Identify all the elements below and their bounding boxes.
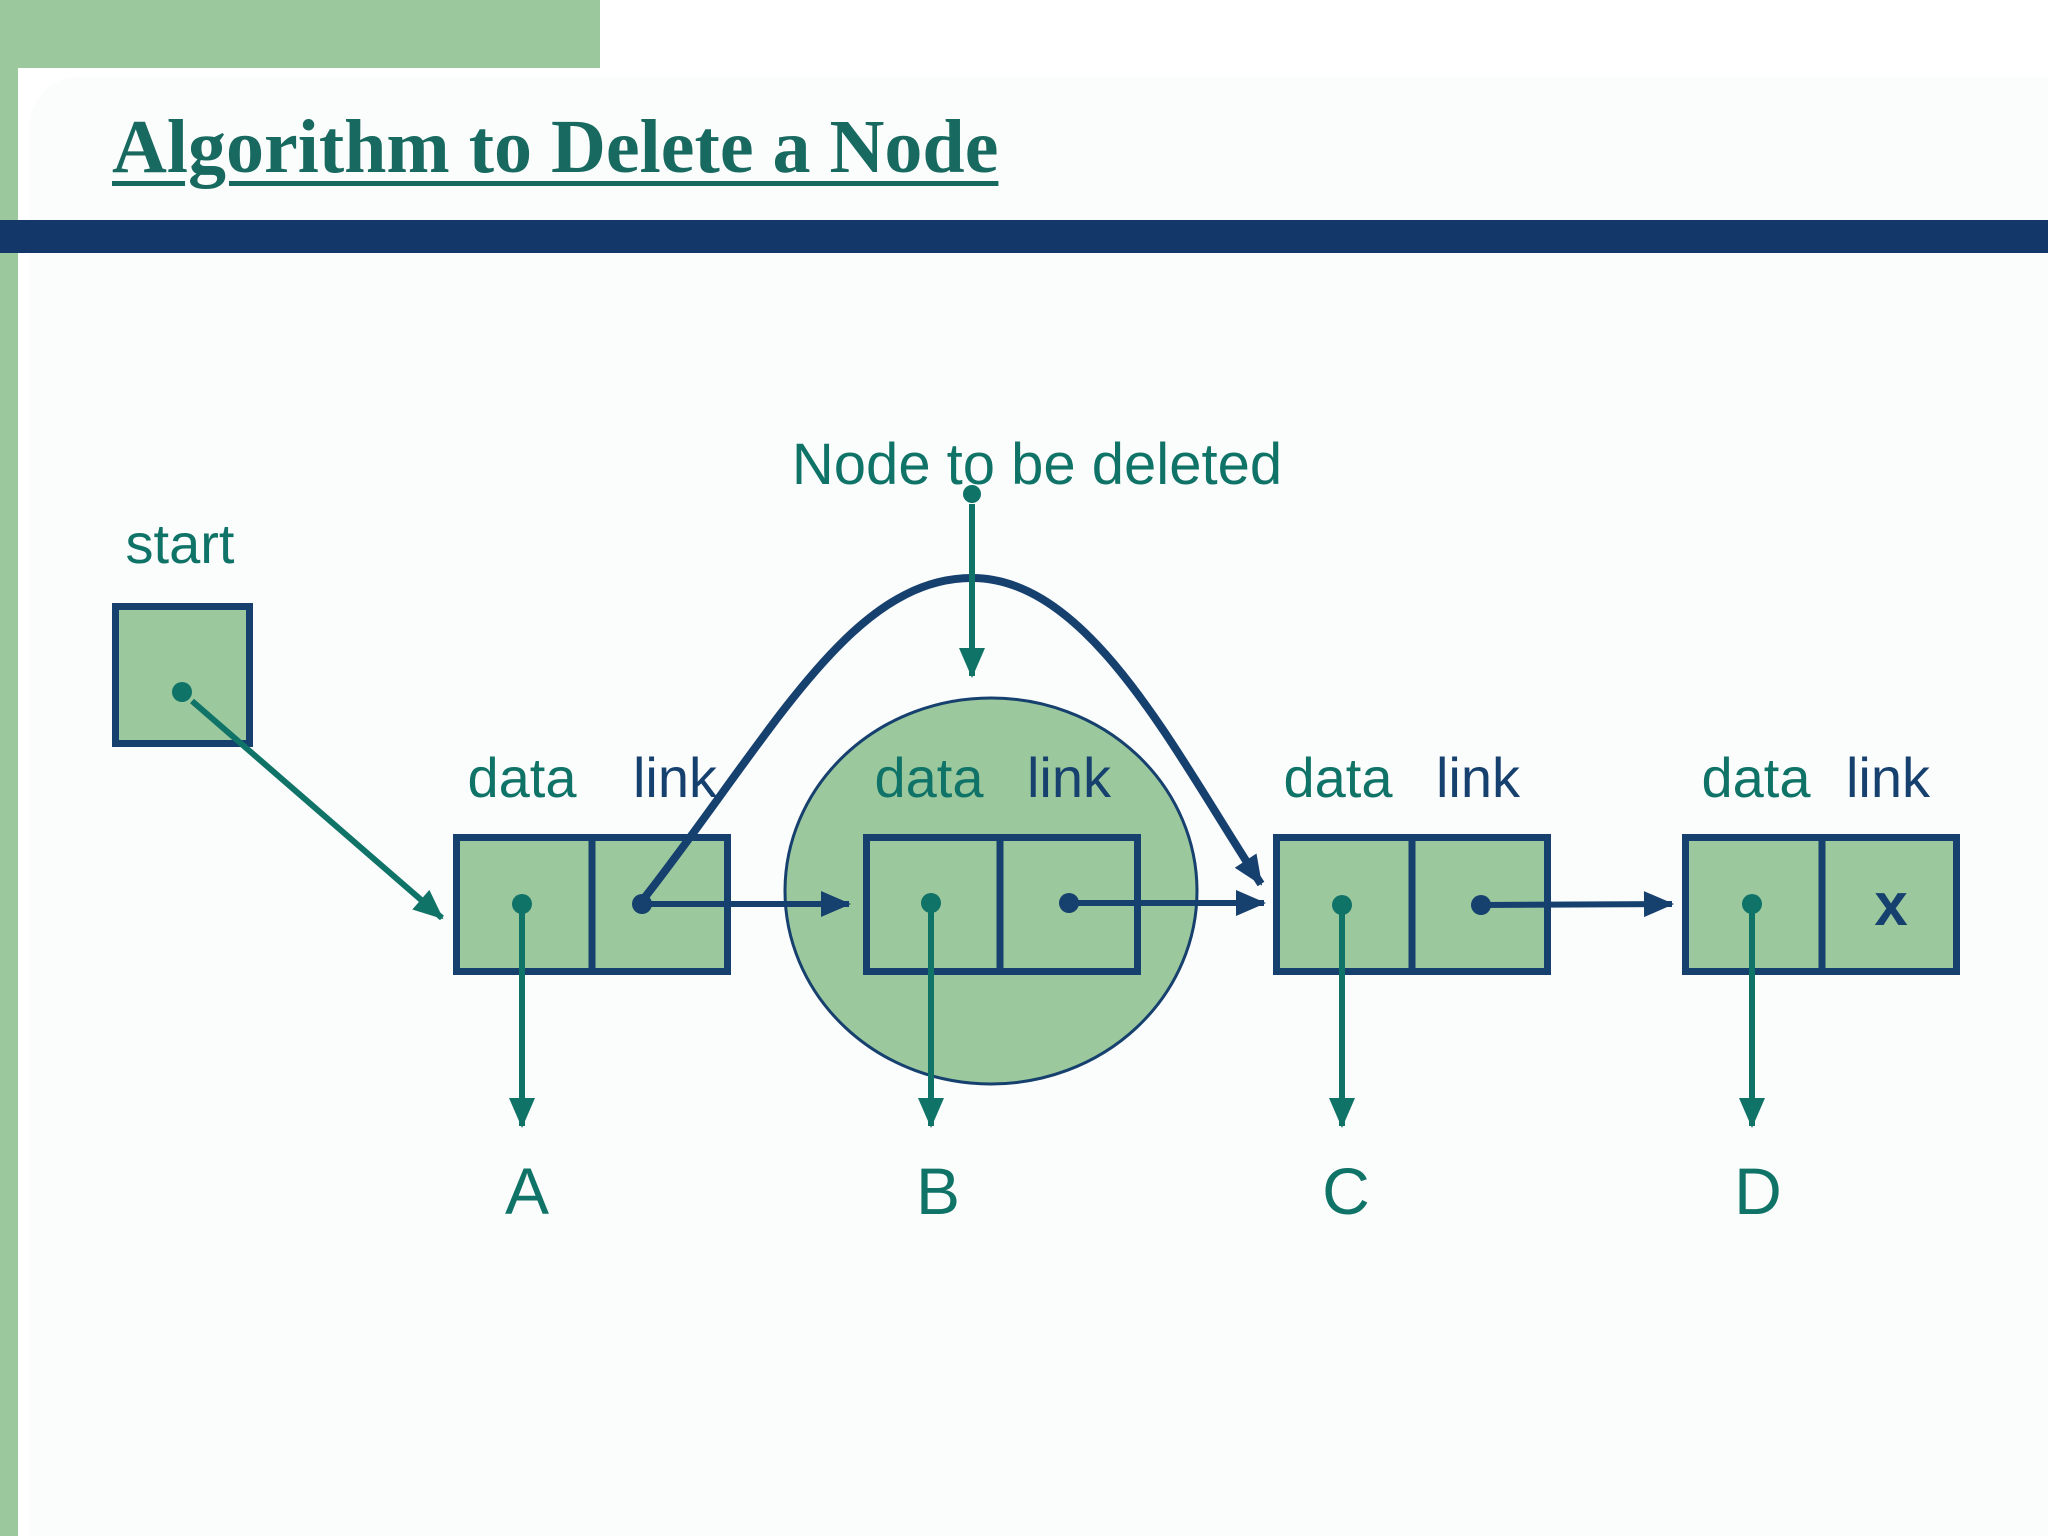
node-c-data-label: data — [1283, 746, 1393, 809]
decor-green-left-stripe — [0, 0, 18, 1536]
node-c-letter: C — [1322, 1154, 1370, 1228]
node-d-link-label: link — [1845, 746, 1931, 809]
node-b-link-label: link — [1026, 746, 1112, 809]
title-divider-bar — [0, 220, 2048, 253]
null-link-marker: x — [1874, 871, 1908, 938]
node-c-link-label: link — [1435, 746, 1521, 809]
node-d-data-label: data — [1701, 746, 1811, 809]
start-pointer-box — [112, 603, 253, 747]
link-arrow-c-to-d — [1480, 891, 1674, 918]
node-b-data-dot — [921, 893, 941, 913]
node-b-letter: B — [915, 1154, 961, 1228]
annotation-label: Node to be deleted — [791, 432, 1283, 497]
slide-title: Algorithm to Delete a Node — [112, 105, 999, 189]
annotation-dot — [963, 485, 981, 503]
node-c-link-dot — [1471, 895, 1491, 915]
node-d-data-dot — [1742, 894, 1762, 914]
node-a-data-label: data — [467, 746, 577, 809]
node-b-data-label: data — [874, 746, 984, 809]
node-a-link-dot — [632, 894, 652, 914]
node-b-link-dot — [1059, 893, 1079, 913]
node-a-data-dot — [512, 894, 532, 914]
node-a-letter: A — [504, 1154, 550, 1228]
node-a-link-label: link — [632, 746, 718, 809]
decor-green-top-block — [0, 0, 600, 68]
node-c-data-dot — [1332, 895, 1352, 915]
start-arrow — [190, 698, 444, 921]
start-pointer-dot — [172, 682, 192, 702]
node-d-letter: D — [1734, 1154, 1782, 1228]
start-label: start — [125, 512, 235, 575]
